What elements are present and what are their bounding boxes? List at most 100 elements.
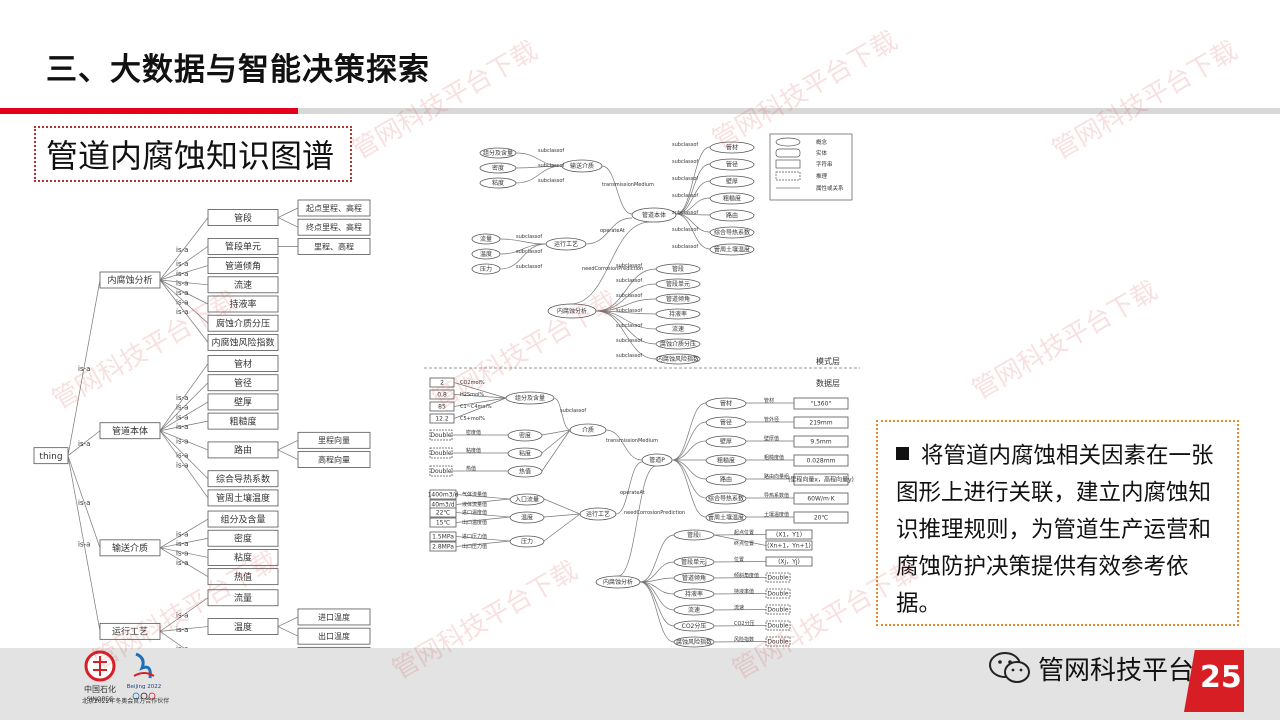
model-body-item-label: 管径 xyxy=(726,161,738,169)
tree-child-node-label: 粘度 xyxy=(234,552,252,564)
model-edge xyxy=(595,298,657,312)
data-process-item-label: 压力 xyxy=(521,538,533,546)
tree-child-edge xyxy=(159,382,209,431)
legend-string-shape xyxy=(775,159,801,169)
page-number: 25 xyxy=(1200,660,1242,695)
data-edge xyxy=(713,534,767,546)
data-body-value-label: 219mm xyxy=(809,420,832,427)
data-edge xyxy=(453,397,507,407)
data-edge xyxy=(639,534,675,583)
model-edge xyxy=(675,146,711,215)
model-body-item-label: 综合导热系数 xyxy=(714,229,750,237)
tree-child-edge xyxy=(159,626,209,632)
data-edge xyxy=(541,429,571,472)
data-process-value-label: 22℃ xyxy=(436,510,451,517)
model-medium-node-label: 输送介质 xyxy=(570,162,594,170)
description-text: 将管道内腐蚀相关因素在一张图形上进行关联，建立内腐蚀知识推理规则，为管道生产运营… xyxy=(896,443,1214,617)
data-body-node-label: 管材 xyxy=(720,400,732,408)
olympic-text: Beijing 2022 xyxy=(127,684,161,690)
data-body-value-label: 60W/m·K xyxy=(807,496,835,503)
tree-branch-node-label: 管道本体 xyxy=(112,425,148,437)
model-edge-label: subclassof xyxy=(616,353,642,359)
data-edge xyxy=(541,429,571,454)
data-body-value-label: 20℃ xyxy=(814,515,829,522)
tree-edge-label: is-a xyxy=(176,299,188,307)
data-edge-label: operateAt xyxy=(620,490,645,496)
legend-concept-shape xyxy=(775,137,801,147)
tree-child-edge xyxy=(159,430,209,499)
tree-child-node-label: 组分及含量 xyxy=(220,513,265,525)
model-analysis-item-label: 腐蚀介质分压 xyxy=(660,340,696,348)
data-edge-label: CO2分压 xyxy=(734,620,755,627)
data-edge-label: 热值 xyxy=(466,465,476,472)
tree-child-node-label: 管道倾角 xyxy=(225,260,261,272)
model-edge xyxy=(675,180,711,215)
data-edge-label: 流速 xyxy=(734,604,744,611)
data-edge xyxy=(455,494,511,500)
data-edge xyxy=(713,609,767,611)
tree-child-edge xyxy=(159,246,209,281)
legend-label: 字符串 xyxy=(816,160,833,168)
model-edge xyxy=(675,197,711,215)
brand-name: 管网科技平台 xyxy=(1038,655,1195,686)
data-edge-label: 壁厚值 xyxy=(764,435,779,442)
model-edge-label: subclassof xyxy=(672,142,698,148)
data-edge-label: subclassof xyxy=(560,408,586,414)
data-edge xyxy=(455,512,511,518)
model-edge xyxy=(601,165,633,215)
data-edge-label: C1~C4mol% xyxy=(460,404,492,410)
tree-leaf-edge xyxy=(277,207,299,218)
tree-edge-label: is-a xyxy=(78,440,90,448)
model-process-item-label: 温度 xyxy=(480,250,492,258)
data-edge xyxy=(553,397,571,431)
tree-child-node-label: 热值 xyxy=(234,571,252,583)
sinopec-logo: 中国石化 SINOPEC xyxy=(80,648,120,708)
data-edge-label: 粗糙度值 xyxy=(764,454,784,461)
data-edge-label: 气体流量值 xyxy=(462,491,487,498)
tree-edge-label: is-a xyxy=(176,423,188,431)
model-body-item-shape xyxy=(709,175,755,188)
data-process-item-shape xyxy=(509,535,545,548)
model-edge-label: subclassof xyxy=(672,210,698,216)
tree-child-node-label: 管材 xyxy=(234,358,252,370)
data-edge-label: 终点位置 xyxy=(734,540,754,547)
wechat-icon xyxy=(989,652,1030,683)
tree-child-node-label: 流量 xyxy=(234,592,252,604)
tree-edge-label: is-a xyxy=(176,559,188,567)
model-edge-label: subclassof xyxy=(616,278,642,284)
model-body-item-label: 壁厚 xyxy=(726,178,738,186)
model-edge-label: subclassof xyxy=(672,193,698,199)
tree-leaf-node-label: 里程、高程 xyxy=(314,241,354,251)
tree-edge-label: is-a xyxy=(176,540,188,548)
tree-leaf-node-label: 进口温度 xyxy=(318,612,350,622)
data-edge xyxy=(455,498,511,505)
tree-child-edge xyxy=(159,279,209,305)
data-medium-item-label: 粘度 xyxy=(519,450,531,458)
data-analysis-item-label: 管道倾角 xyxy=(682,574,706,582)
olympic-logo: Beijing 2022 xyxy=(124,648,164,708)
model-edge xyxy=(499,238,547,245)
data-body-value-label: 9.5mm xyxy=(810,439,831,446)
data-edge xyxy=(713,577,767,579)
data-analysis-item-label: CO2分压 xyxy=(682,622,707,630)
data-body-value-shape xyxy=(793,492,849,505)
data-edge xyxy=(639,581,675,627)
tree-edge-label: is-a xyxy=(176,279,188,287)
model-edge xyxy=(585,217,633,245)
data-body-node-label: 壁厚 xyxy=(720,438,732,446)
data-medium-item-shape xyxy=(507,465,543,478)
data-process-value-label: 2.8MPa xyxy=(432,544,454,551)
tree-leaf-node-shape xyxy=(297,608,371,626)
data-process-value-label: 1.5MPa xyxy=(432,534,454,541)
tree-child-node-label: 粗糙度 xyxy=(229,415,256,427)
data-edge-label: 进口压力值 xyxy=(462,533,487,540)
brand-mark: 管网科技平台 xyxy=(988,648,1194,688)
data-process-item-label: 温度 xyxy=(521,514,533,522)
tree-child-node-label: 内腐蚀风险指数 xyxy=(211,337,274,349)
model-edge xyxy=(515,152,563,167)
tree-child-edge xyxy=(159,279,209,343)
model-body-item-shape xyxy=(709,226,755,239)
tree-leaf-edge xyxy=(277,626,299,637)
tree-root-node-label: thing xyxy=(39,452,62,462)
